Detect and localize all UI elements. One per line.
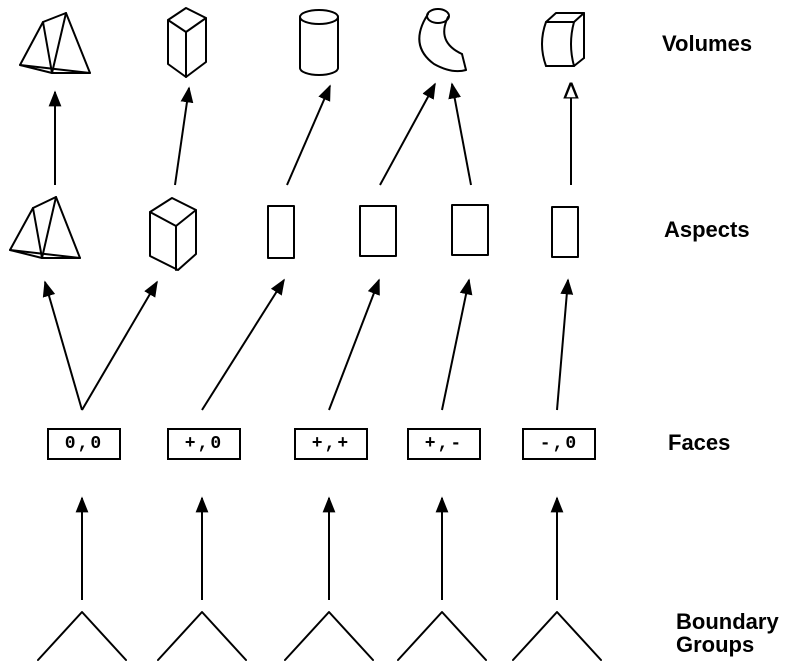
aspect-rectangle-3 (451, 204, 489, 256)
boundary-group-4 (397, 611, 487, 661)
boundary-group-5 (512, 611, 602, 661)
volume-frustum-icon (19, 12, 91, 74)
volume-box-icon (167, 7, 207, 78)
face-box-3: +,+ (294, 428, 368, 460)
arrow-aspect-to-volume-5 (448, 82, 472, 186)
arrow-face-to-aspect-4 (441, 278, 473, 411)
arrow-face-to-aspect-3 (328, 278, 380, 411)
row-label-groups: Groups (676, 632, 755, 657)
volume-cylinder-icon (299, 9, 339, 76)
boundary-group-1 (37, 611, 127, 661)
boundary-group-3 (284, 611, 374, 661)
arrow-face-to-aspect-2 (201, 278, 285, 411)
aspect-rectangle-4 (551, 206, 579, 258)
row-label-aspects: Aspects (664, 217, 750, 242)
arrow-aspect-to-volume-4 (379, 82, 436, 186)
arrow-face-to-aspect-5 (556, 278, 574, 411)
row-label-boundary: Boundary (676, 609, 779, 634)
aspect-rectangle-1 (267, 205, 295, 259)
row-label-volumes: Volumes (662, 31, 753, 56)
face-box-5: -,0 (522, 428, 596, 460)
arrow-aspect-to-volume-3 (286, 84, 331, 186)
volume-curved-icon (418, 8, 467, 73)
boundary-group-2 (157, 611, 247, 661)
face-box-1: 0,0 (47, 428, 121, 460)
aspect-frustum-icon (9, 196, 81, 259)
arrow-face-to-aspect-1b (81, 280, 158, 411)
face-box-4: +,- (407, 428, 481, 460)
face-box-2: +,0 (167, 428, 241, 460)
aspect-rectangle-2 (359, 205, 397, 257)
volume-curved-slab-icon (541, 12, 585, 67)
aspect-box-icon (149, 197, 197, 271)
row-label-faces: Faces (668, 430, 731, 455)
arrow-aspect-to-volume-2 (174, 86, 194, 186)
arrow-face-to-aspect-1a (42, 280, 83, 411)
